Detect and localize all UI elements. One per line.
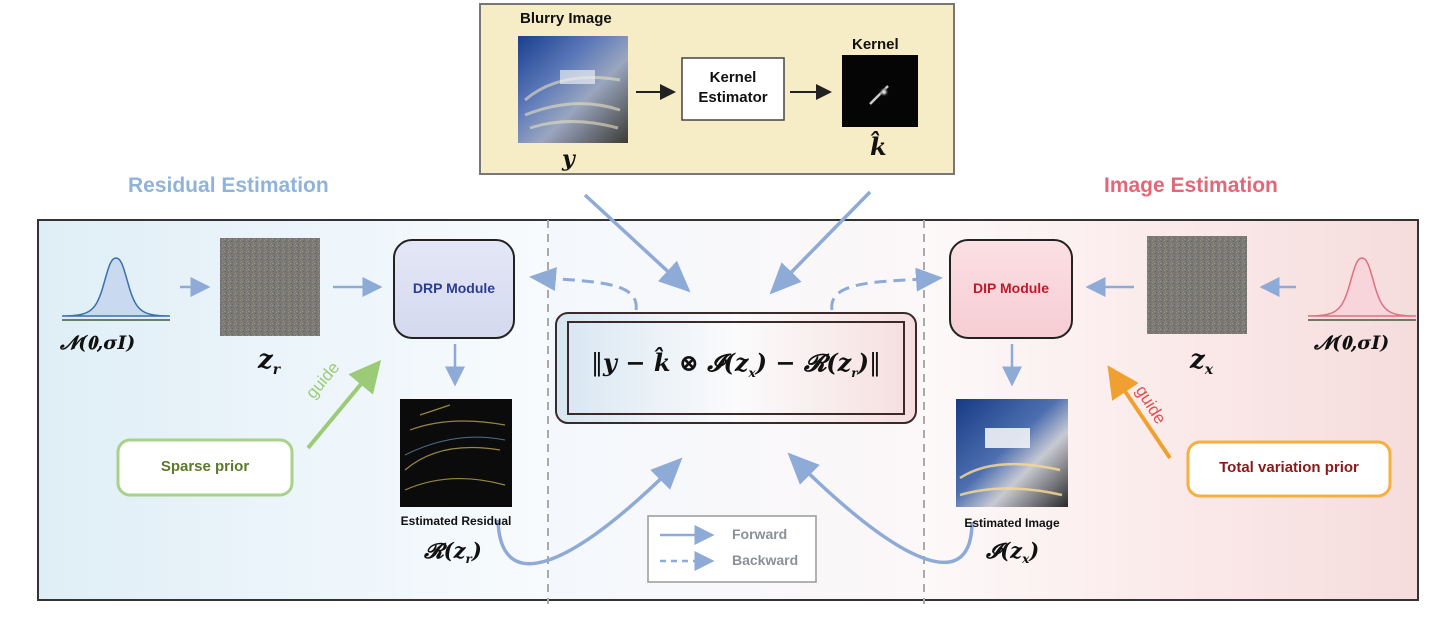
loss-s2: r [851, 365, 858, 380]
noise-zr [220, 238, 320, 336]
y-symbol: y [562, 146, 575, 172]
gaussian-left [61, 257, 171, 317]
loss-box [555, 312, 917, 424]
residual-func-close: ) [471, 538, 482, 563]
zx-symbol: zx [1190, 345, 1213, 378]
arrow-y-to-loss [583, 193, 691, 293]
dip-module-box [949, 239, 1073, 339]
backward-arrow-dip [830, 267, 943, 311]
zx-sub: x [1204, 362, 1214, 379]
kernel-estimator-line1: Kernel [709, 69, 757, 86]
tv-prior-box [1186, 440, 1392, 498]
residual-func: 𝓡(zr) [424, 538, 482, 566]
loss-part-d: ) [857, 348, 869, 377]
zr-letter: z [258, 345, 273, 375]
loss-part-c: ) − 𝓡( [755, 348, 838, 377]
kernel-estimator-label: Kernel Estimator [682, 68, 784, 108]
blurry-image-label: Blurry Image [520, 10, 612, 27]
estimated-residual-label: Estimated Residual [400, 514, 512, 528]
residual-func-sub: r [465, 552, 472, 567]
zx-letter: z [1190, 345, 1205, 375]
residual-estimation-title: Residual Estimation [128, 174, 329, 197]
loss-z2: z [837, 348, 852, 377]
legend-backward-label: Backward [732, 552, 799, 568]
legend-box [647, 515, 817, 583]
residual-func-var: z [453, 538, 466, 563]
tv-prior-label: Total variation prior [1219, 459, 1359, 476]
noise-zx [1147, 236, 1247, 334]
sparse-prior-box [116, 438, 294, 497]
residual-func-head: 𝓡( [424, 538, 454, 563]
kernel-estimator-line2: Estimator [698, 89, 768, 106]
noise-dist-left: 𝓝(𝟎,𝝈𝑰) [60, 332, 136, 354]
loss-part-b: ⊗ 𝓘( [670, 348, 735, 377]
kernel-estimator-box [681, 57, 785, 121]
image-func: 𝓘(zx) [986, 538, 1039, 566]
guide-arrow-sparse [306, 359, 382, 450]
image-func-sub: x [1022, 552, 1030, 567]
drp-module-box [393, 239, 515, 339]
loss-part-a: y − [603, 348, 654, 377]
image-func-head: 𝓘( [986, 538, 1011, 563]
loss-part-k: k̂ [653, 348, 671, 377]
kernel-label: Kernel [852, 36, 899, 53]
k-hat-symbol: k̂ [870, 132, 887, 161]
zr-sub: r [272, 362, 281, 379]
loss-s1: x [748, 365, 756, 380]
dip-module-label: DIP Module [973, 280, 1049, 296]
sparse-prior-label: Sparse prior [160, 458, 250, 475]
image-func-close: ) [1029, 538, 1040, 563]
main-panel-border [37, 219, 1419, 601]
image-estimation-title: Image Estimation [1104, 174, 1278, 197]
legend-forward-label: Forward [732, 526, 788, 542]
loss-inner-box [567, 321, 905, 415]
estimated-image-label: Estimated Image [964, 516, 1060, 530]
backward-arrow-drp [529, 267, 638, 311]
norm-right-bar: ‖ [868, 349, 881, 377]
zr-symbol: zr [258, 345, 280, 378]
forward-arrow-residual [496, 457, 683, 566]
image-func-var: z [1010, 538, 1023, 563]
residual-image [400, 399, 512, 507]
norm-left-bar: ‖ [591, 349, 604, 377]
drp-module-label: DRP Module [412, 280, 496, 296]
arrow-k-to-loss [769, 190, 872, 295]
loss-z1: z [734, 348, 749, 377]
loss-formula: ‖y − k̂ ⊗ 𝓘(zx) − 𝓡(zr)‖ [574, 348, 898, 380]
noise-dist-right: 𝓝(𝟎,𝝈𝑰) [1314, 332, 1390, 354]
guide-arrow-tv [1107, 365, 1172, 460]
forward-arrow-image [787, 452, 974, 565]
gaussian-right [1307, 257, 1417, 317]
